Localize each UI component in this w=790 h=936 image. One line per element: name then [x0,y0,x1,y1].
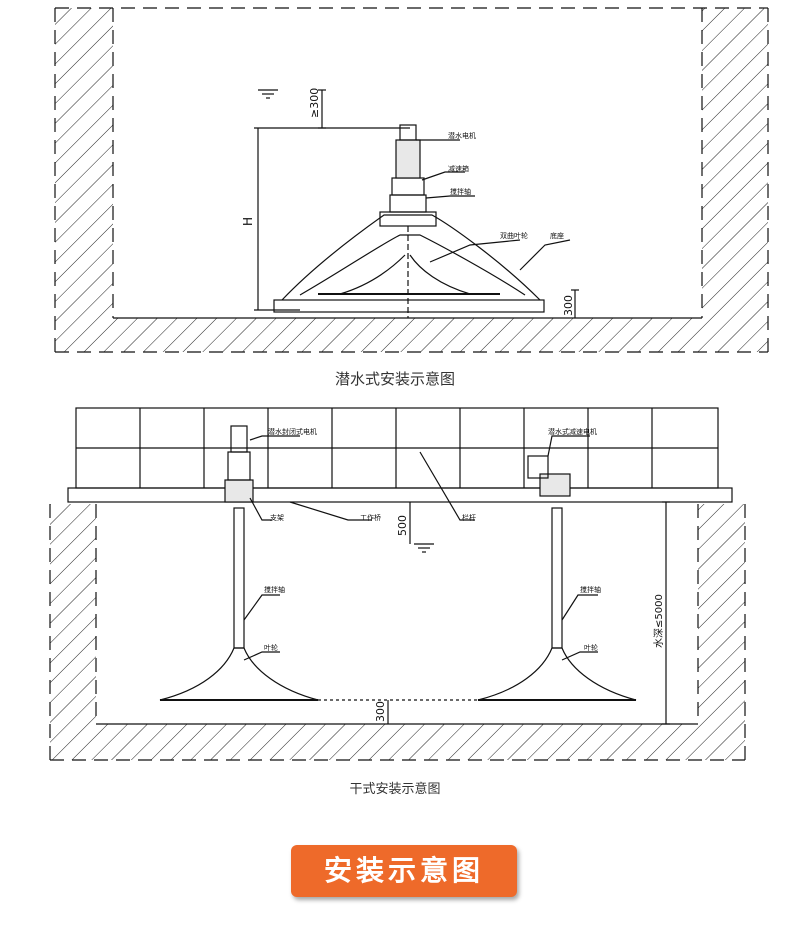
dim-water-bottom: 500 [396,515,409,536]
label-bracket: 支架 [270,513,284,522]
dim-bottom-bottom: 300 [374,701,387,722]
caption-dry: 干式安装示意图 [349,782,441,797]
label-right-shaft: 搅拌轴 [580,585,601,594]
label-platform: 工作桥 [360,513,381,522]
dry-installation-diagram [49,407,746,761]
label-railing: 栏杆 [462,513,476,522]
installation-diagram-badge: 安装示意图 [291,845,517,897]
label-right-impeller: 叶轮 [584,643,598,652]
label-impeller: 双曲叶轮 [500,231,528,240]
label-left-motor: 潜水封闭式电机 [268,427,317,436]
label-reducer: 减速箱 [448,164,469,173]
dim-water-top: ≥300 [308,88,321,118]
dim-depth: 水深≤5000 [653,594,665,648]
label-base: 底座 [550,231,564,240]
caption-submersible: 潜水式安装示意图 [334,370,455,388]
label-motor: 潜水电机 [448,131,476,140]
label-left-impeller: 叶轮 [264,643,278,652]
label-left-shaft: 搅拌轴 [264,585,285,594]
label-stirring-shaft: 搅拌轴 [450,187,471,196]
submersible-installation-diagram [54,7,769,353]
dim-height: H [241,217,255,226]
dim-bottom-top: 300 [562,295,575,316]
label-right-motor: 潜水式减速电机 [548,427,597,436]
